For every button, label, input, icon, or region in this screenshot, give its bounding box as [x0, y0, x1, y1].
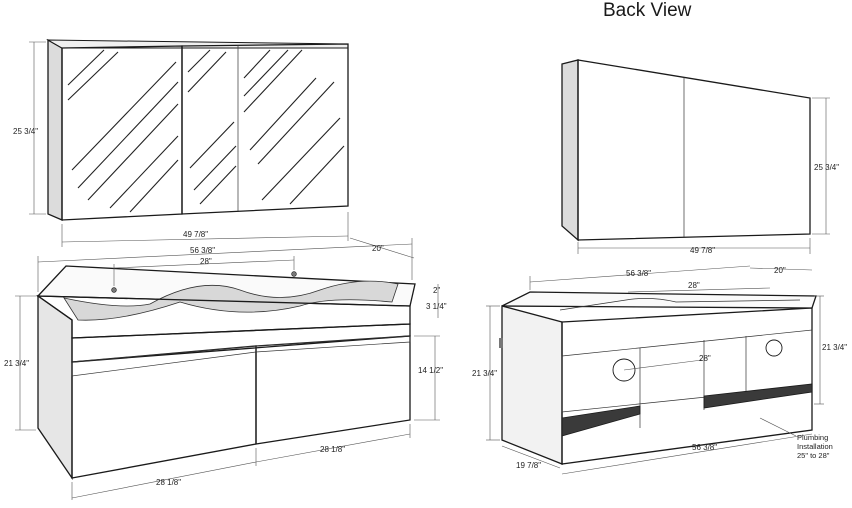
front-vanity-height-label: 21 3/4" [4, 359, 29, 368]
front-mirror-cabinet [46, 38, 349, 221]
front-drawer-left-width-label: 28 1/8" [156, 478, 181, 487]
back-mirror-cabinet [561, 59, 811, 242]
front-vanity [35, 265, 416, 481]
back-sink-label: 28" [699, 354, 711, 363]
front-mirror-depth-label: 20" [372, 244, 384, 253]
back-vanity-depth-bottom-label: 19 7/8" [516, 461, 541, 470]
front-drawer-height-label: 14 1/2" [418, 366, 443, 375]
front-drawer-right-width-label: 28 1/8" [320, 445, 345, 454]
back-vanity-width-label: 56 3/8" [626, 269, 651, 278]
front-top-thickness-label: 3 1/4" [426, 302, 447, 311]
mirror-reflection-right [243, 49, 345, 205]
plumbing-note-line-1: Plumbing [797, 433, 828, 442]
back-vanity-width-bottom-label: 56 3/8" [692, 443, 717, 452]
mirror-reflection-middle [187, 49, 237, 205]
front-mirror-height-label: 25 3/4" [13, 127, 38, 136]
back-vanity [499, 291, 817, 465]
back-mirror-height-label: 25 3/4" [814, 163, 839, 172]
front-top-tick-label: 2" [433, 286, 440, 295]
back-vanity-dimensions: 56 3/8" 20" 28" 28" 21 3/4" 21 3/4" 19 7… [472, 265, 847, 475]
back-vanity-height-left-label: 21 3/4" [472, 369, 497, 378]
front-vanity-dimensions: 56 3/8" 28" 2" 3 1/4" 21 3/4" 14 1/2" 28… [4, 238, 447, 500]
back-sink-spacing-label: 28" [688, 281, 700, 290]
front-mirror-width-label: 49 7/8" [183, 230, 208, 239]
back-vanity-depth-label: 20" [774, 266, 786, 275]
mirror-reflection-left [67, 49, 179, 213]
front-sink-spacing-label: 28" [200, 257, 212, 266]
plumbing-note-line-2: Installation [797, 442, 833, 451]
back-mirror-width-label: 49 7/8" [690, 246, 715, 255]
front-vanity-width-label: 56 3/8" [190, 246, 215, 255]
plumbing-note-line-3: 25" to 28" [797, 451, 830, 460]
back-view-title: Back View [603, 0, 692, 21]
back-mirror-dimensions: 25 3/4" 49 7/8" [577, 97, 839, 255]
front-mirror-dimensions: 25 3/4" 49 7/8" 20" [13, 41, 415, 259]
back-vanity-height-right-label: 21 3/4" [822, 343, 847, 352]
